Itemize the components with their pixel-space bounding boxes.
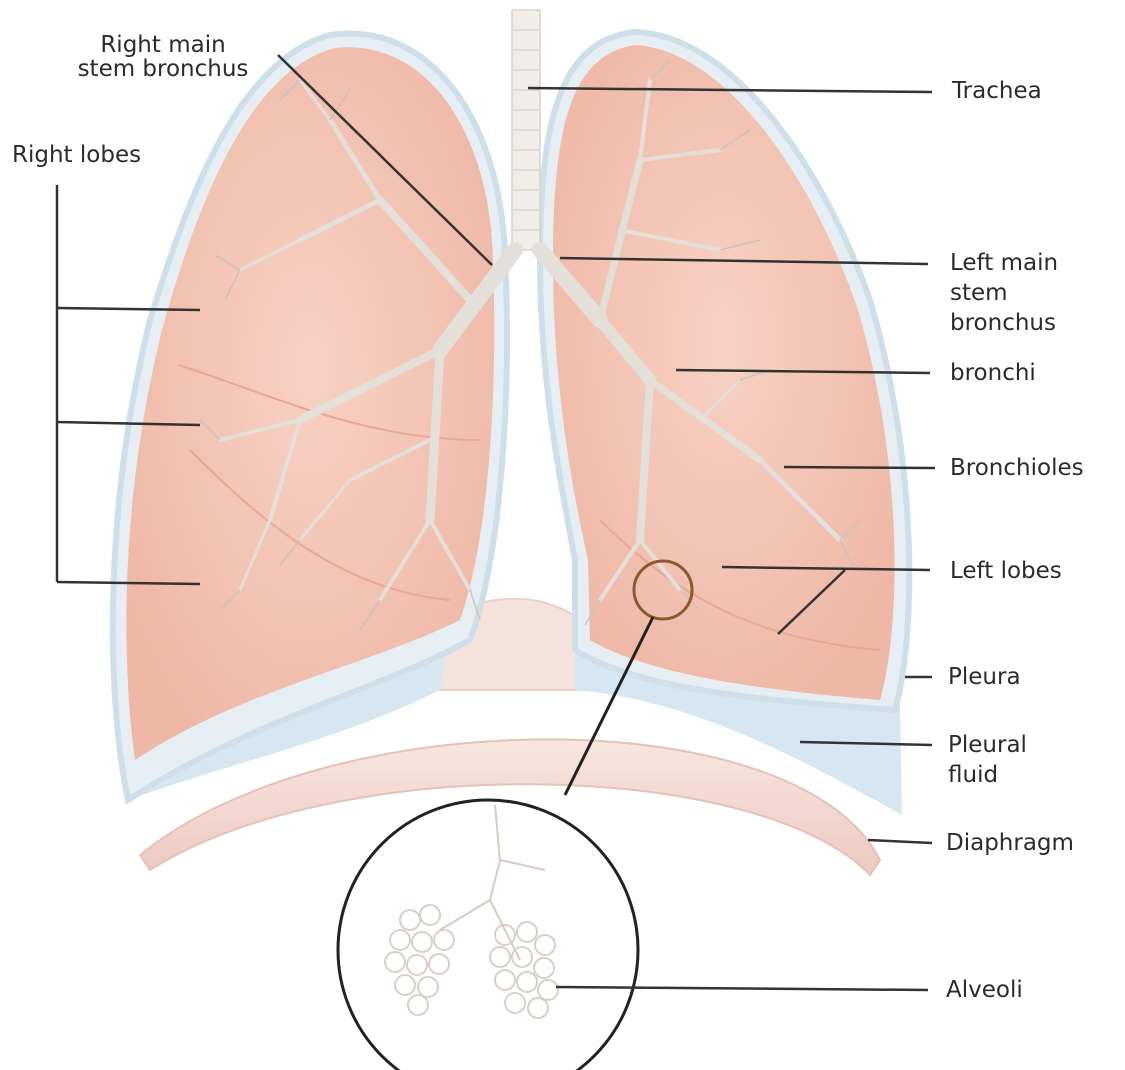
label-trachea: Trachea [952, 76, 1042, 106]
label-right-lobes: Right lobes [12, 140, 141, 170]
label-left-main-stem-bronchus-line2: stem [950, 278, 1058, 308]
label-pleural-fluid-line2: fluid [948, 760, 1027, 790]
label-diaphragm: Diaphragm [946, 828, 1074, 858]
label-right-main-stem-bronchus-line2: stem bronchus [58, 54, 268, 84]
label-pleura: Pleura [948, 662, 1021, 692]
label-bronchioles: Bronchioles [950, 453, 1084, 483]
label-bronchi: bronchi [950, 358, 1036, 388]
label-alveoli: Alveoli [946, 975, 1023, 1005]
label-left-main-stem-bronchus-line1: Left main [950, 248, 1058, 278]
label-pleural-fluid-line1: Pleural [948, 730, 1027, 760]
leader-bronchioles [784, 467, 935, 468]
label-pleural-fluid: Pleural fluid [948, 730, 1027, 790]
label-right-main-stem-bronchus: Right main stem bronchus [58, 30, 268, 84]
leader-diaphragm [868, 840, 932, 843]
label-left-main-stem-bronchus: Left main stem bronchus [950, 248, 1058, 338]
alveoli-magnified-view [338, 800, 638, 1070]
label-left-main-stem-bronchus-line3: bronchus [950, 308, 1058, 338]
label-left-lobes: Left lobes [950, 556, 1062, 586]
